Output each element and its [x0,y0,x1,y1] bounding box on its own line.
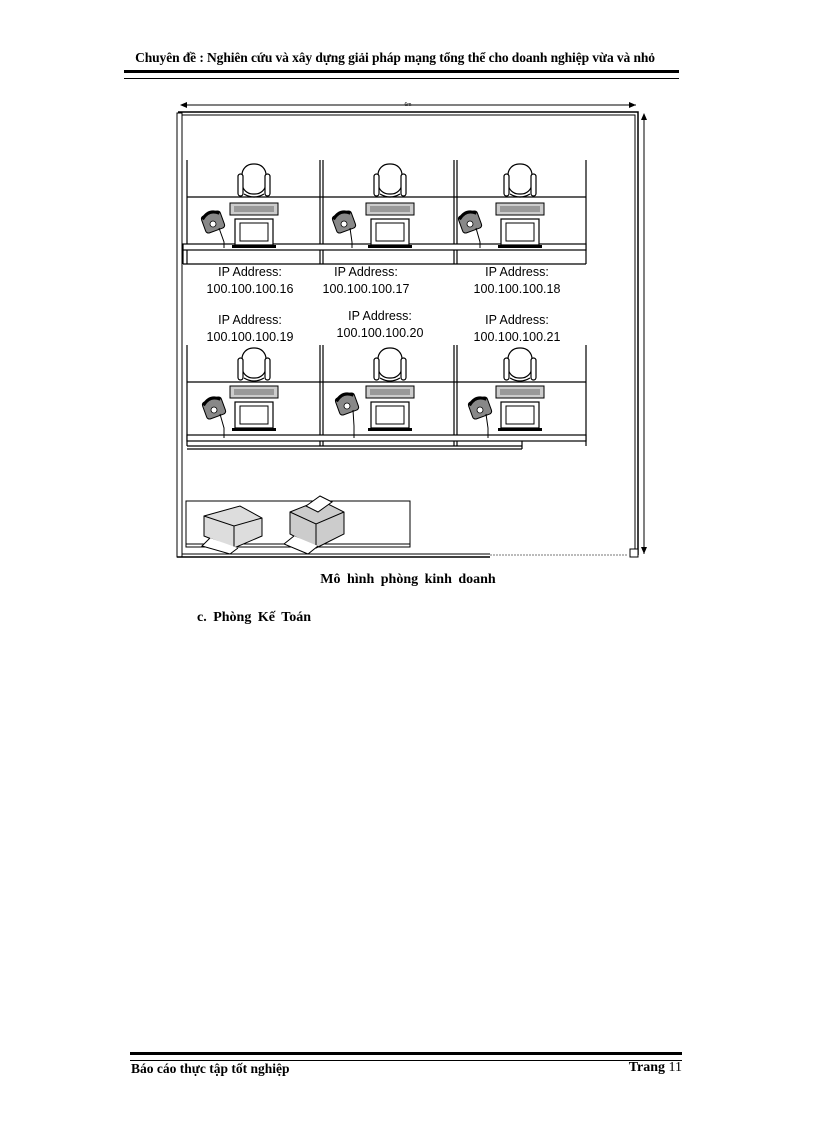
page-label: Trang [628,1060,666,1075]
svg-text:100.100.100.17: 100.100.100.17 [323,282,410,296]
svg-text:100.100.100.21: 100.100.100.21 [474,330,561,344]
svg-text:IP Address:: IP Address: [218,313,282,327]
footer-divider [130,1052,682,1061]
svg-text:IP Address:: IP Address: [334,265,398,279]
fax-machine-icon [201,505,263,555]
page-number: 11 [668,1060,682,1075]
header-divider [124,70,679,79]
svg-text:100.100.100.18: 100.100.100.18 [474,282,561,296]
svg-text:IP Address:: IP Address: [348,309,412,323]
workstation-ip-21: IP Address: 100.100.100.21 [474,313,561,344]
workstation-ip-20: IP Address: 100.100.100.20 [337,309,424,340]
sales-office-floorplan: 6m [176,102,647,558]
workstation-ip-17: IP Address: 100.100.100.17 [323,265,410,296]
svg-text:IP Address:: IP Address: [218,265,282,279]
workstation-ip-16: IP Address: 100.100.100.16 [207,265,294,296]
footer-page: Trang 11 [629,1060,682,1076]
svg-text:100.100.100.19: 100.100.100.19 [207,330,294,344]
section-heading: c. Phòng Kế Toán [197,610,312,625]
svg-text:IP Address:: IP Address: [485,313,549,327]
footer-report-title: Báo cáo thực tập tốt nghiệp [131,1061,290,1076]
svg-text:IP Address:: IP Address: [485,265,549,279]
document-header-title: Chuyên đề : Nghiên cứu và xây dựng giải … [135,50,655,65]
svg-text:100.100.100.20: 100.100.100.20 [337,326,424,340]
workstation-ip-19: IP Address: 100.100.100.19 [207,313,294,344]
figure-caption: Mô hình phòng kinh doanh [320,572,496,587]
svg-text:100.100.100.16: 100.100.100.16 [207,282,294,296]
workstation-ip-18: IP Address: 100.100.100.18 [474,265,561,296]
printer-icon [283,495,345,555]
svg-text:6m: 6m [405,102,412,108]
